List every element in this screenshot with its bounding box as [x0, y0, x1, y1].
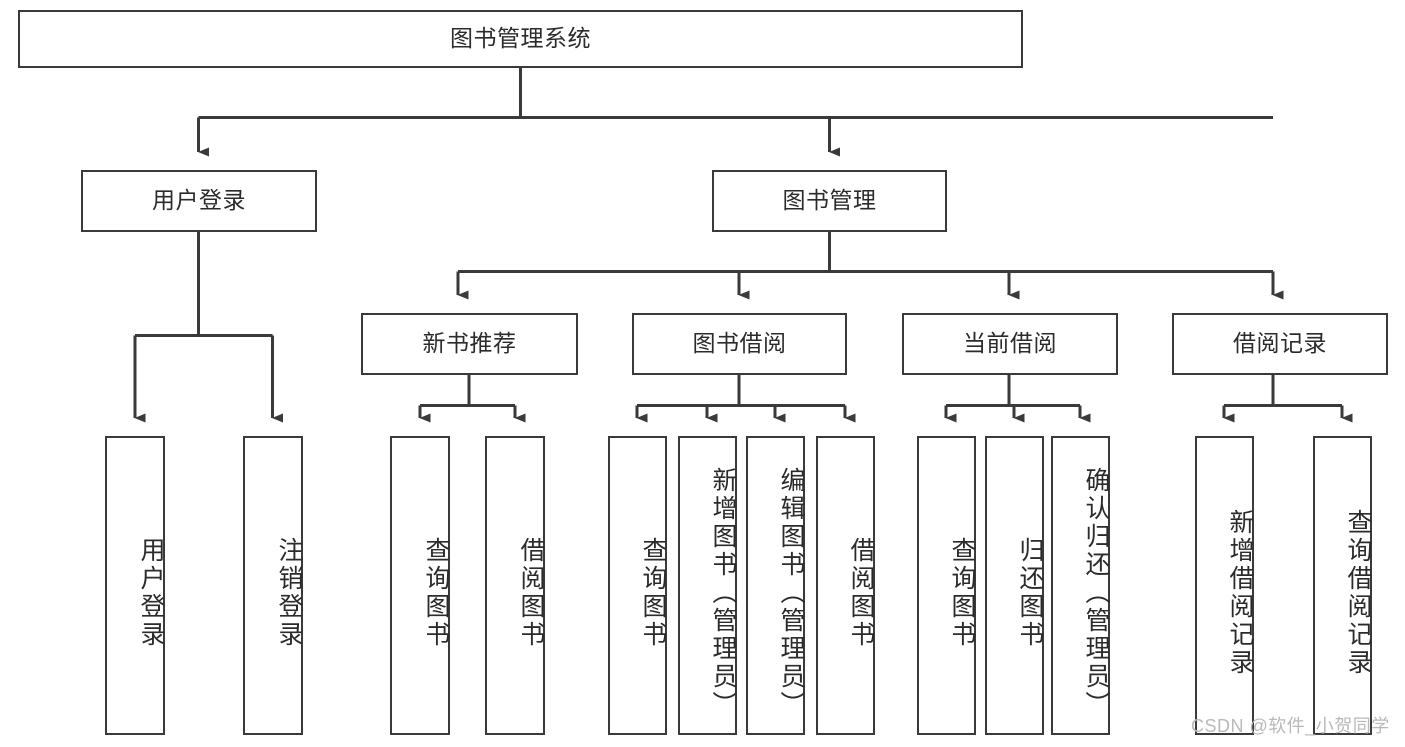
leaf-user-login-label: 用户登录 — [137, 536, 165, 649]
node-book-management-label: 图书管理 — [782, 187, 877, 214]
leaf-confirm-return-admin[interactable]: 确认归还（管理员） — [1051, 436, 1110, 735]
node-current-borrow-label: 当前借阅 — [963, 330, 1057, 357]
node-borrow-records-label: 借阅记录 — [1233, 330, 1327, 357]
node-book-borrow-label: 图书借阅 — [692, 330, 787, 357]
leaf-query-book-current[interactable]: 查询图书 — [917, 436, 976, 735]
leaf-user-login[interactable]: 用户登录 — [105, 436, 165, 735]
leaf-query-book-newbook[interactable]: 查询图书 — [390, 436, 450, 735]
leaf-logout[interactable]: 注销登录 — [243, 436, 303, 735]
leaf-query-borrow-record[interactable]: 查询借阅记录 — [1313, 436, 1372, 735]
node-new-book-recommend-label: 新书推荐 — [422, 330, 517, 357]
csdn-watermark: CSDN @软件_小贺同学 — [1191, 716, 1390, 736]
leaf-query-book-current-label: 查询图书 — [948, 536, 976, 649]
node-book-borrow[interactable]: 图书借阅 — [632, 313, 847, 375]
node-root-label: 图书管理系统 — [450, 25, 591, 52]
node-root[interactable]: 图书管理系统 — [18, 10, 1023, 68]
leaf-add-borrow-record[interactable]: 新增借阅记录 — [1195, 436, 1254, 735]
node-book-management[interactable]: 图书管理 — [712, 170, 947, 232]
leaf-logout-label: 注销登录 — [275, 536, 303, 649]
leaf-return-book[interactable]: 归还图书 — [985, 436, 1044, 735]
leaf-add-book-admin[interactable]: 新增图书（管理员） — [678, 436, 737, 735]
leaf-borrow-book-label: 借阅图书 — [847, 536, 875, 649]
leaf-query-book-newbook-label: 查询图书 — [422, 536, 450, 649]
leaf-edit-book-admin[interactable]: 编辑图书（管理员） — [746, 436, 805, 735]
leaf-borrow-book-newbook[interactable]: 借阅图书 — [485, 436, 545, 735]
leaf-add-borrow-record-label: 新增借阅记录 — [1226, 508, 1254, 677]
node-borrow-records[interactable]: 借阅记录 — [1172, 313, 1388, 375]
node-new-book-recommend[interactable]: 新书推荐 — [361, 313, 578, 375]
leaf-return-book-label: 归还图书 — [1016, 536, 1044, 649]
leaf-edit-book-admin-label: 编辑图书（管理员） — [777, 466, 805, 719]
node-user-login-label: 用户登录 — [152, 187, 246, 214]
leaf-borrow-book-newbook-label: 借阅图书 — [517, 536, 545, 649]
leaf-query-borrow-record-label: 查询借阅记录 — [1344, 508, 1372, 677]
node-user-login[interactable]: 用户登录 — [81, 170, 317, 232]
leaf-query-book-borrow[interactable]: 查询图书 — [608, 436, 667, 735]
leaf-confirm-return-admin-label: 确认归还（管理员） — [1082, 466, 1110, 719]
leaf-add-book-admin-label: 新增图书（管理员） — [709, 466, 737, 719]
leaf-query-book-borrow-label: 查询图书 — [639, 536, 667, 649]
node-current-borrow[interactable]: 当前借阅 — [902, 313, 1118, 375]
leaf-borrow-book[interactable]: 借阅图书 — [816, 436, 875, 735]
